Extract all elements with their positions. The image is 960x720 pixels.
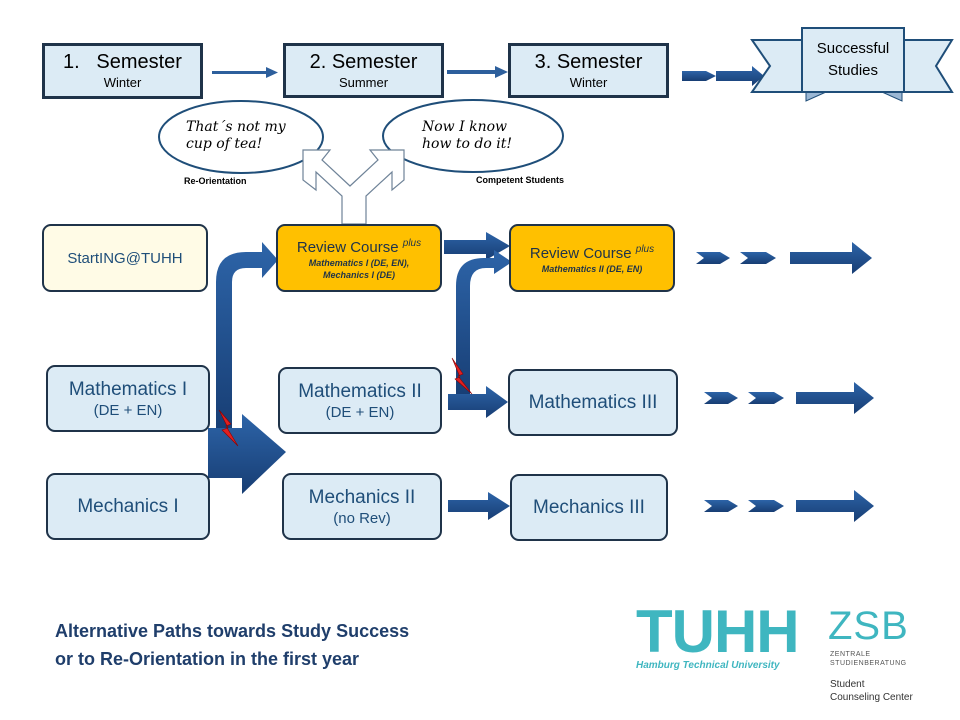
semester-2-box: 2. Semester Summer bbox=[283, 43, 444, 98]
mechanics-2-title: Mechanics II bbox=[308, 486, 416, 508]
goal-line-1: Successful bbox=[816, 40, 890, 57]
mathematics-2-title: Mathematics II bbox=[298, 380, 422, 402]
footer-caption: Alternative Paths towards Study Success … bbox=[55, 617, 409, 673]
semester-2-title: 2. Semester bbox=[309, 50, 418, 73]
zsb-logo-subtitle-line-2: STUDIENBERATUNG bbox=[830, 660, 907, 667]
mathematics-1-title: Mathematics I bbox=[68, 378, 188, 400]
mechanics-3-title: Mechanics III bbox=[533, 497, 645, 518]
continuation-arrows-mech bbox=[704, 490, 874, 522]
semester-1-box: 1. Semester Winter bbox=[42, 43, 203, 99]
mechanics-1-title: Mechanics I bbox=[77, 496, 179, 517]
continuation-arrows-math bbox=[704, 382, 874, 414]
goal-label: Successful Studies bbox=[802, 30, 904, 90]
footer-line-1: Alternative Paths towards Study Success bbox=[55, 621, 410, 641]
lightning-icon-1 bbox=[218, 409, 239, 447]
lightning-icon-2 bbox=[451, 357, 473, 395]
arrow-math2-to-math3 bbox=[448, 386, 508, 418]
scc-line-2: Counseling Center bbox=[830, 692, 913, 703]
caption-re-orientation: Re-Orientation bbox=[184, 176, 247, 186]
split-arrow bbox=[302, 149, 405, 225]
bubble-left-line-1: That´s not my bbox=[186, 119, 286, 135]
review-course-1-line-1: Mathematics I (DE, EN), bbox=[308, 258, 410, 268]
review-course-1-box: Review Course plus Mathematics I (DE, EN… bbox=[276, 224, 442, 292]
semester-2-season: Summer bbox=[338, 74, 389, 90]
student-counseling-center-label: Student Counseling Center bbox=[830, 678, 913, 704]
zsb-logo-subtitle: ZENTRALE STUDIENBERATUNG bbox=[830, 650, 907, 668]
starting-tuhh-box: StartING@TUHH bbox=[42, 224, 208, 292]
goal-line-2: Studies bbox=[827, 62, 879, 79]
mathematics-2-box: Mathematics II (DE + EN) bbox=[278, 367, 442, 434]
mathematics-1-sub: (DE + EN) bbox=[93, 401, 163, 419]
review-course-1-title: Review Course plus bbox=[296, 238, 422, 256]
goal-banner bbox=[750, 27, 954, 102]
arrow-math1-to-review1 bbox=[216, 242, 278, 435]
timeline-arrow-2-3 bbox=[447, 66, 508, 78]
mathematics-3-title: Mathematics III bbox=[528, 392, 658, 413]
mechanics-1-box: Mechanics I bbox=[46, 473, 210, 540]
bubble-left-line-2: cup of tea! bbox=[186, 136, 263, 152]
tuhh-logo-subtitle: Hamburg Technical University bbox=[636, 660, 780, 671]
review-course-2-title: Review Course plus bbox=[529, 244, 655, 262]
semester-1-season: Winter bbox=[103, 75, 142, 90]
review-course-2-box: Review Course plus Mathematics II (DE, E… bbox=[509, 224, 675, 292]
mathematics-1-box: Mathematics I (DE + EN) bbox=[46, 365, 210, 432]
mathematics-2-sub: (DE + EN) bbox=[325, 403, 395, 421]
mechanics-2-box: Mechanics II (no Rev) bbox=[282, 473, 442, 540]
bubble-right-line-1: Now I know bbox=[422, 119, 508, 135]
bubble-left-text: That´s not my cup of tea! bbox=[186, 119, 286, 153]
arrow-math2-to-review2 bbox=[456, 250, 512, 400]
arrow-mech2-to-mech3 bbox=[448, 492, 510, 520]
continuation-arrows-review bbox=[696, 242, 872, 274]
semester-3-title: 3. Semester bbox=[534, 50, 643, 73]
mathematics-3-box: Mathematics III bbox=[508, 369, 678, 436]
bubble-right-shape bbox=[382, 99, 564, 173]
caption-competent-students: Competent Students bbox=[476, 175, 565, 185]
review-course-1-line-2: Mechanics I (DE) bbox=[322, 270, 396, 280]
zsb-logo-subtitle-line-1: ZENTRALE bbox=[830, 651, 871, 658]
tuhh-logo: TUHH bbox=[636, 598, 800, 665]
mechanics-2-sub: (no Rev) bbox=[333, 509, 391, 527]
footer-line-2: or to Re-Orientation in the first year bbox=[55, 649, 360, 669]
bubble-right-line-2: how to do it! bbox=[422, 136, 512, 152]
timeline-arrow-3-goal bbox=[682, 66, 764, 86]
semester-3-box: 3. Semester Winter bbox=[508, 43, 669, 98]
timeline-arrow-1-2 bbox=[212, 67, 278, 78]
scc-line-1: Student bbox=[830, 679, 865, 690]
starting-tuhh-label: StartING@TUHH bbox=[67, 249, 183, 267]
mechanics-3-box: Mechanics III bbox=[510, 474, 668, 541]
zsb-logo: ZSB bbox=[828, 604, 909, 648]
arrow-review1-to-review2 bbox=[444, 232, 510, 260]
review-course-2-line-1: Mathematics II (DE, EN) bbox=[541, 264, 643, 274]
bubble-right-text: Now I know how to do it! bbox=[422, 119, 512, 153]
semester-1-title: 1. Semester bbox=[63, 51, 182, 73]
semester-3-season: Winter bbox=[569, 74, 608, 90]
bubble-left-shape bbox=[158, 100, 324, 174]
